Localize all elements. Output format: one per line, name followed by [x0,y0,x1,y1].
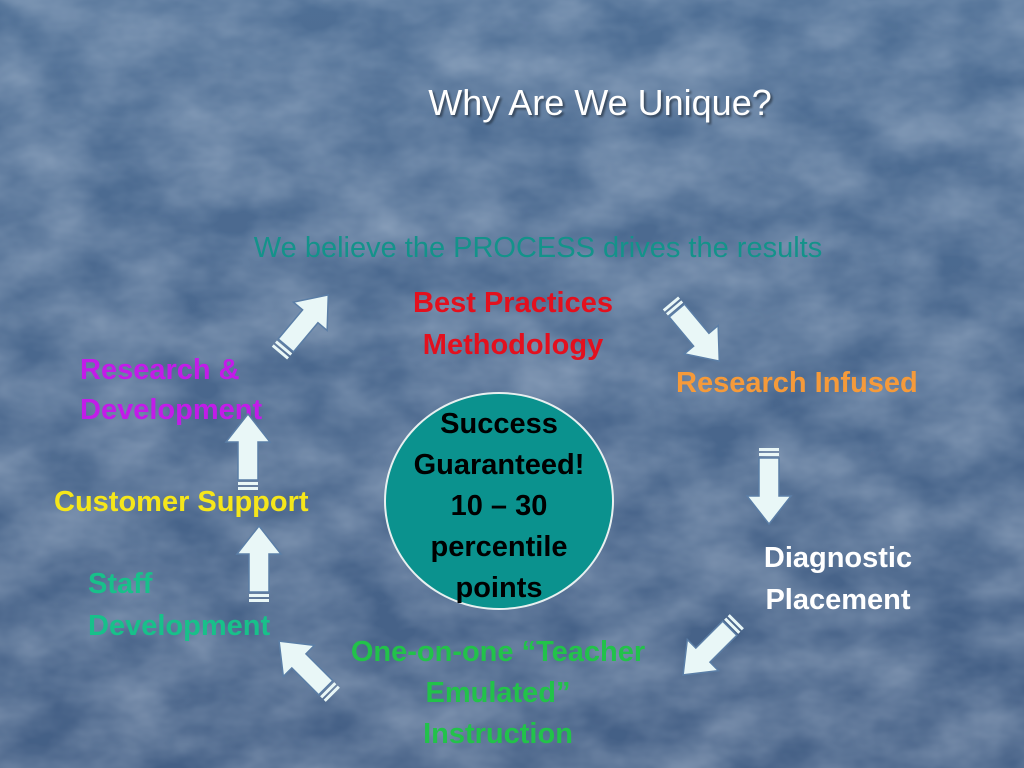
center-circle-text: Success Guaranteed! 10 – 30 percentile p… [384,404,614,609]
staff-development-label: Staff Development [88,568,271,642]
slide-subtitle: We believe the PROCESS drives the result… [253,232,823,264]
center-line-5: points [455,572,543,604]
best-practices-label: Best Practices Methodology [413,287,613,361]
slide-title: Why Are We Unique? [428,82,772,123]
center-line-1: Success [440,408,558,440]
one-on-one-label: One-on-one “Teacher Emulated” Instructio… [350,636,646,750]
center-circle [384,392,614,610]
customer-support-label: Customer Support [54,486,309,518]
center-line-2: Guaranteed! [413,449,585,481]
center-line-3: 10 – 30 [450,490,548,522]
research-infused-label: Research Infused [676,367,918,399]
research-development-label: Research & Development [80,354,263,426]
diagnostic-placement-label: Diagnostic Placement [763,542,913,616]
center-line-4: percentile [430,531,568,563]
